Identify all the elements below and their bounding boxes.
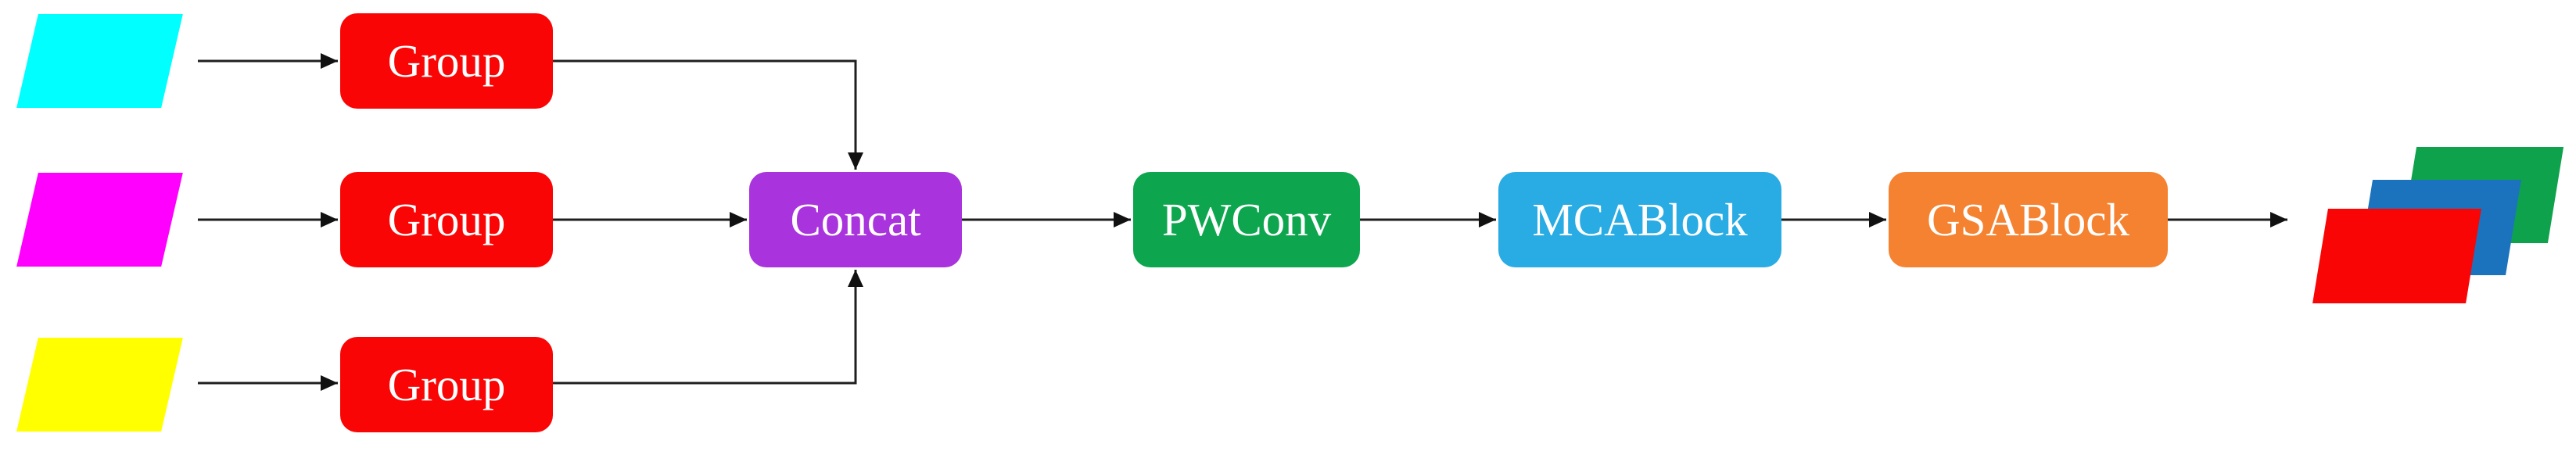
group-block-1-label: Group xyxy=(387,34,506,87)
mcablock-block-label: MCABlock xyxy=(1532,193,1748,245)
mcablock-block: MCABlock xyxy=(1498,172,1781,267)
input-feature-cyan xyxy=(16,14,183,108)
group-block-2: Group xyxy=(340,172,553,267)
group-block-2-label: Group xyxy=(387,193,506,245)
input-feature-yellow xyxy=(16,338,183,432)
group-block-1: Group xyxy=(340,13,553,109)
input-feature-magenta xyxy=(16,173,183,267)
concat-block: Concat xyxy=(749,172,962,267)
group-block-3-label: Group xyxy=(387,358,506,410)
concat-block-label: Concat xyxy=(790,193,921,245)
output-feature-red xyxy=(2312,209,2481,303)
pwconv-block: PWConv xyxy=(1133,172,1360,267)
wire-group3-to-concat-bottom xyxy=(553,270,863,385)
pwconv-block-label: PWConv xyxy=(1161,193,1332,245)
group-block-3: Group xyxy=(340,337,553,432)
gsablock-block: GSABlock xyxy=(1889,172,2168,267)
gsablock-block-label: GSABlock xyxy=(1927,193,2129,245)
wire-group1-to-concat-top xyxy=(553,59,863,170)
